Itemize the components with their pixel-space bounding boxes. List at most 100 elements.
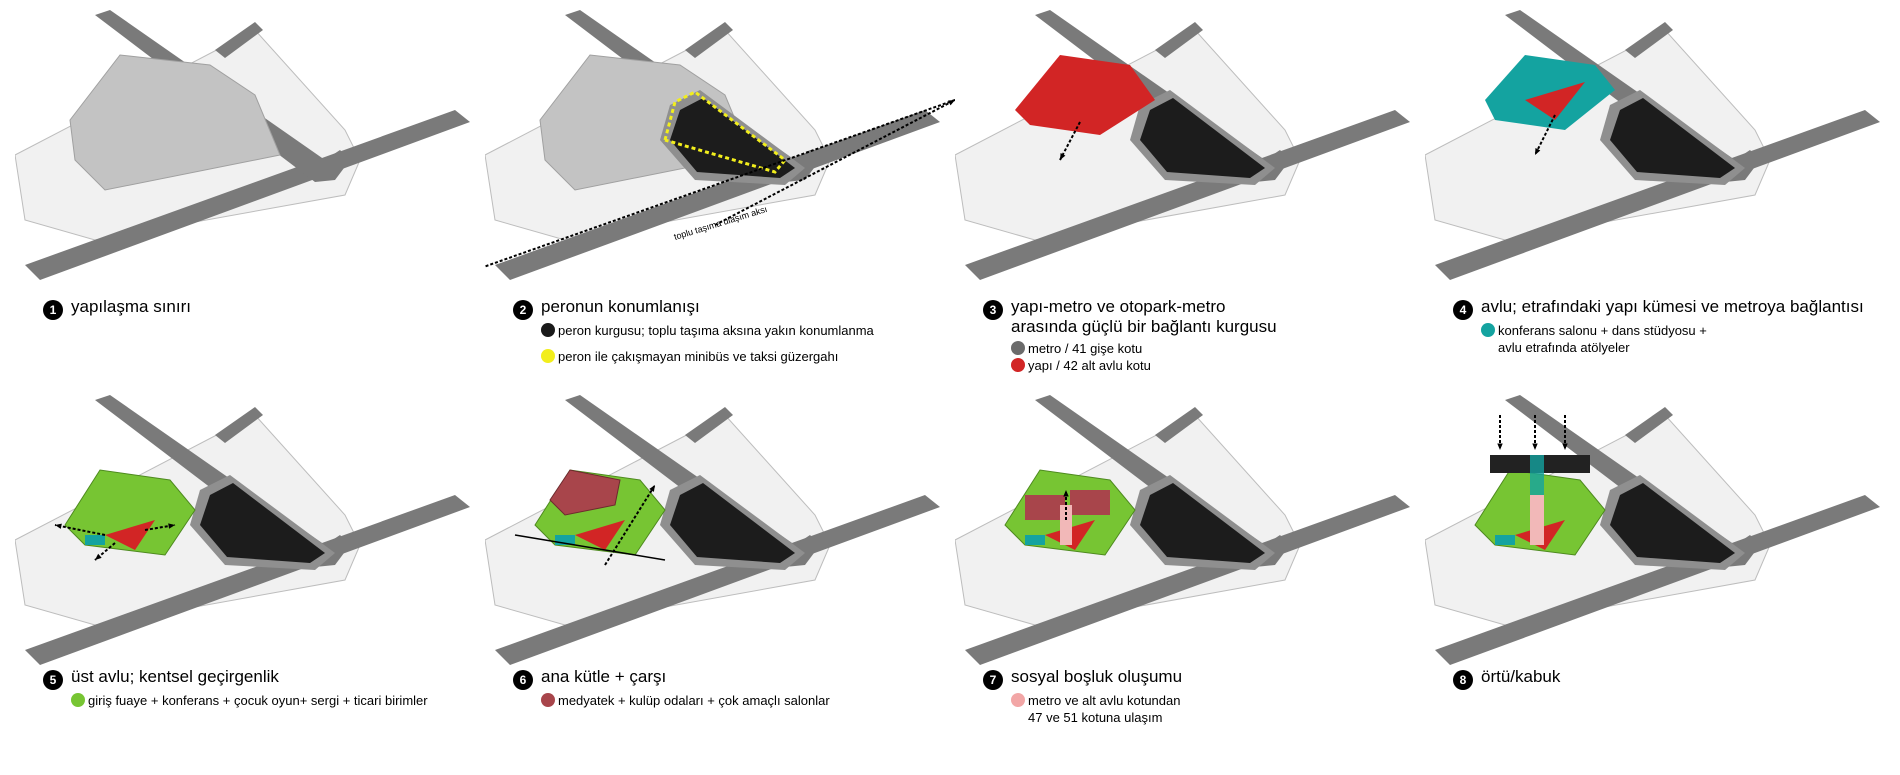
legend-item: avlu etrafında atölyeler: [1498, 339, 1630, 356]
branch-road: [1155, 407, 1203, 443]
courtyard: [105, 520, 155, 550]
teal-unit: [1025, 535, 1045, 545]
metro-platform: [1140, 98, 1265, 178]
teal-unit: [85, 535, 105, 545]
step-title: üst avlu; kentsel geçirgenlik: [71, 667, 279, 687]
branch-road: [1625, 22, 1673, 58]
legend-item: medyatek + kulüp odaları + çok amaçlı sa…: [541, 692, 830, 709]
bazaar-arrow-head: [649, 485, 655, 492]
legend-swatch: [1011, 341, 1025, 355]
shell-arrow-1-head: [1497, 443, 1503, 450]
legend-item: yapı / 42 alt avlu kotu: [1011, 357, 1151, 374]
metro-link-arrow-head: [1535, 148, 1541, 155]
panel-7: 7 sosyal boşluk oluşumu metro ve alt avlu …: [955, 395, 1425, 775]
teal-unit: [1495, 535, 1515, 545]
metro-link-arrow: [1059, 121, 1081, 161]
building-block: [1015, 55, 1155, 135]
step-title-line1: ana kütle + çarşı: [541, 667, 667, 686]
legend-swatch: [541, 323, 555, 337]
branch-road: [215, 22, 263, 58]
legend-item: giriş fuaye + konferans + çocuk oyun+ se…: [71, 692, 428, 709]
panel-4: 4 avlu; etrafındaki yapı kümesi ve metroy…: [1425, 10, 1895, 390]
metro-platform: [1140, 483, 1265, 563]
legend-swatch: [1011, 693, 1025, 707]
main-road: [495, 110, 940, 280]
panel-1: 1 yapılaşma sınırı: [15, 10, 485, 390]
legend-text: medyatek + kulüp odaları + çok amaçlı sa…: [558, 693, 830, 708]
metro-link-arrow-head: [1060, 153, 1066, 160]
step-title-line1: peronun konumlanışı: [541, 297, 700, 316]
legend-item: peron kurgusu; toplu taşıma aksına yakın…: [541, 322, 874, 339]
main-mass: [549, 469, 621, 516]
buildable-area: [69, 54, 281, 191]
step-number: 1: [43, 300, 63, 320]
step-title: sosyal boşluk oluşumu: [1011, 667, 1182, 687]
main-road: [1435, 110, 1880, 280]
branch-road: [685, 22, 733, 58]
panel-1-drawing: [15, 10, 470, 280]
step-title-line1: örtü/kabuk: [1481, 667, 1561, 686]
legend-swatch: [541, 693, 555, 707]
metro-platform: [200, 483, 325, 563]
legend-text: 47 ve 51 kotuna ulaşım: [1028, 710, 1163, 725]
step-title-line2: arasında güçlü bir bağlantı kurgusu: [1011, 317, 1277, 336]
legend-text: peron kurgusu; toplu taşıma aksına yakın…: [558, 323, 874, 338]
permeability-arrow-e-head: [168, 523, 175, 529]
shell-arrow-2-head: [1532, 443, 1538, 450]
main-road: [25, 495, 470, 665]
metro-platform: [1610, 483, 1735, 563]
main-road: [495, 495, 940, 665]
step-title-line1: yapılaşma sınırı: [71, 297, 191, 316]
step-title: avlu; etrafındaki yapı kümesi ve metroya…: [1481, 297, 1864, 317]
step-number: 2: [513, 300, 533, 320]
branch-road: [685, 407, 733, 443]
legend-item: 47 ve 51 kotuna ulaşım: [1028, 709, 1162, 726]
metro-platform: [1610, 98, 1735, 178]
main-road: [25, 110, 470, 280]
metro-platform: [670, 98, 795, 178]
panel-5-drawing: [15, 395, 470, 665]
shell-arrow-3-head: [1562, 443, 1568, 450]
social-void: [1530, 495, 1544, 545]
legend-text: metro / 41 gişe kotu: [1028, 341, 1143, 356]
legend-text: giriş fuaye + konferans + çocuk oyun+ se…: [88, 693, 428, 708]
legend-swatch: [541, 349, 555, 363]
branch-road: [215, 407, 263, 443]
permeability-arrow-w: [54, 524, 106, 536]
panel-5: 5 üst avlu; kentsel geçirgenlik giriş fuay…: [15, 395, 485, 775]
panel-6-drawing: [485, 395, 940, 665]
step-number: 8: [1453, 670, 1473, 690]
step-title: ana kütle + çarşı: [541, 667, 666, 687]
panel-8: 8 örtü/kabuk: [1425, 395, 1895, 775]
legend-text: konferans salonu + dans stüdyosu +: [1498, 323, 1707, 338]
permeability-arrow-s-head: [95, 553, 102, 560]
legend-text: yapı / 42 alt avlu kotu: [1028, 358, 1151, 373]
step-title: peronun konumlanışı: [541, 297, 700, 317]
legend-text: metro ve alt avlu kotundan: [1028, 693, 1181, 708]
main-road: [965, 495, 1410, 665]
panel-2-drawing: toplu taşıma ulaşım aksı: [485, 10, 955, 280]
step-number: 6: [513, 670, 533, 690]
legend-item: peron ile çakışmayan minibüs ve taksi gü…: [541, 348, 839, 365]
courtyard: [1525, 82, 1585, 120]
branch-road: [1625, 407, 1673, 443]
panel-3-drawing: [955, 10, 1410, 280]
bazaar-axis: [514, 534, 666, 561]
step-title-line1: yapı-metro ve otopark-metro: [1011, 297, 1226, 316]
legend-text: avlu etrafında atölyeler: [1498, 340, 1630, 355]
step-title: örtü/kabuk: [1481, 667, 1560, 687]
mass-right: [1070, 490, 1110, 515]
step-number: 4: [1453, 300, 1473, 320]
legend-item: metro ve alt avlu kotundan: [1011, 692, 1181, 709]
panel-7-drawing: [955, 395, 1410, 665]
legend-swatch: [1481, 323, 1495, 337]
legend-text: peron ile çakışmayan minibüs ve taksi gü…: [558, 349, 839, 364]
step-number: 7: [983, 670, 1003, 690]
legend-swatch: [1011, 358, 1025, 372]
step-number: 5: [43, 670, 63, 690]
mass-left: [1025, 495, 1065, 520]
transit-axis-arrow-right: [714, 99, 955, 226]
legend-item: metro / 41 gişe kotu: [1011, 340, 1143, 357]
